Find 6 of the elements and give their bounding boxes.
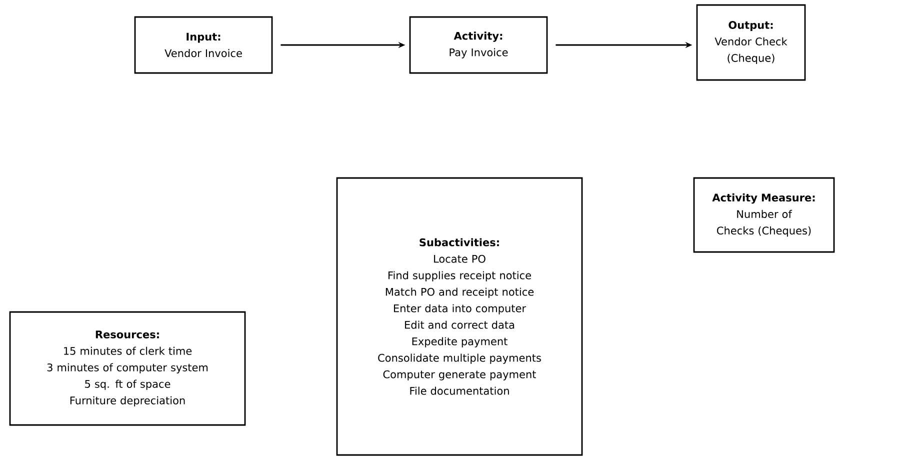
process-box: Input: Vendor Invoice bbox=[134, 16, 273, 74]
process-box: Subactivities: Locate PO Find supplies receipt notice Match PO and receipt notice Enter data into computer Edit and correct data Expedite payment Consolidate multiple payments Computer generate payment File documentation bbox=[336, 177, 583, 456]
process-box: Resources: 15 minutes of clerk time 3 minutes of computer system 5 sq. ft of space Furniture depreciation bbox=[9, 311, 246, 426]
process-box: Output: Vendor Check (Cheque) bbox=[696, 4, 806, 81]
process-box: Activity: Pay Invoice bbox=[409, 16, 548, 74]
process-box: Activity Measure: Number of Checks (Cheques) bbox=[693, 177, 835, 253]
